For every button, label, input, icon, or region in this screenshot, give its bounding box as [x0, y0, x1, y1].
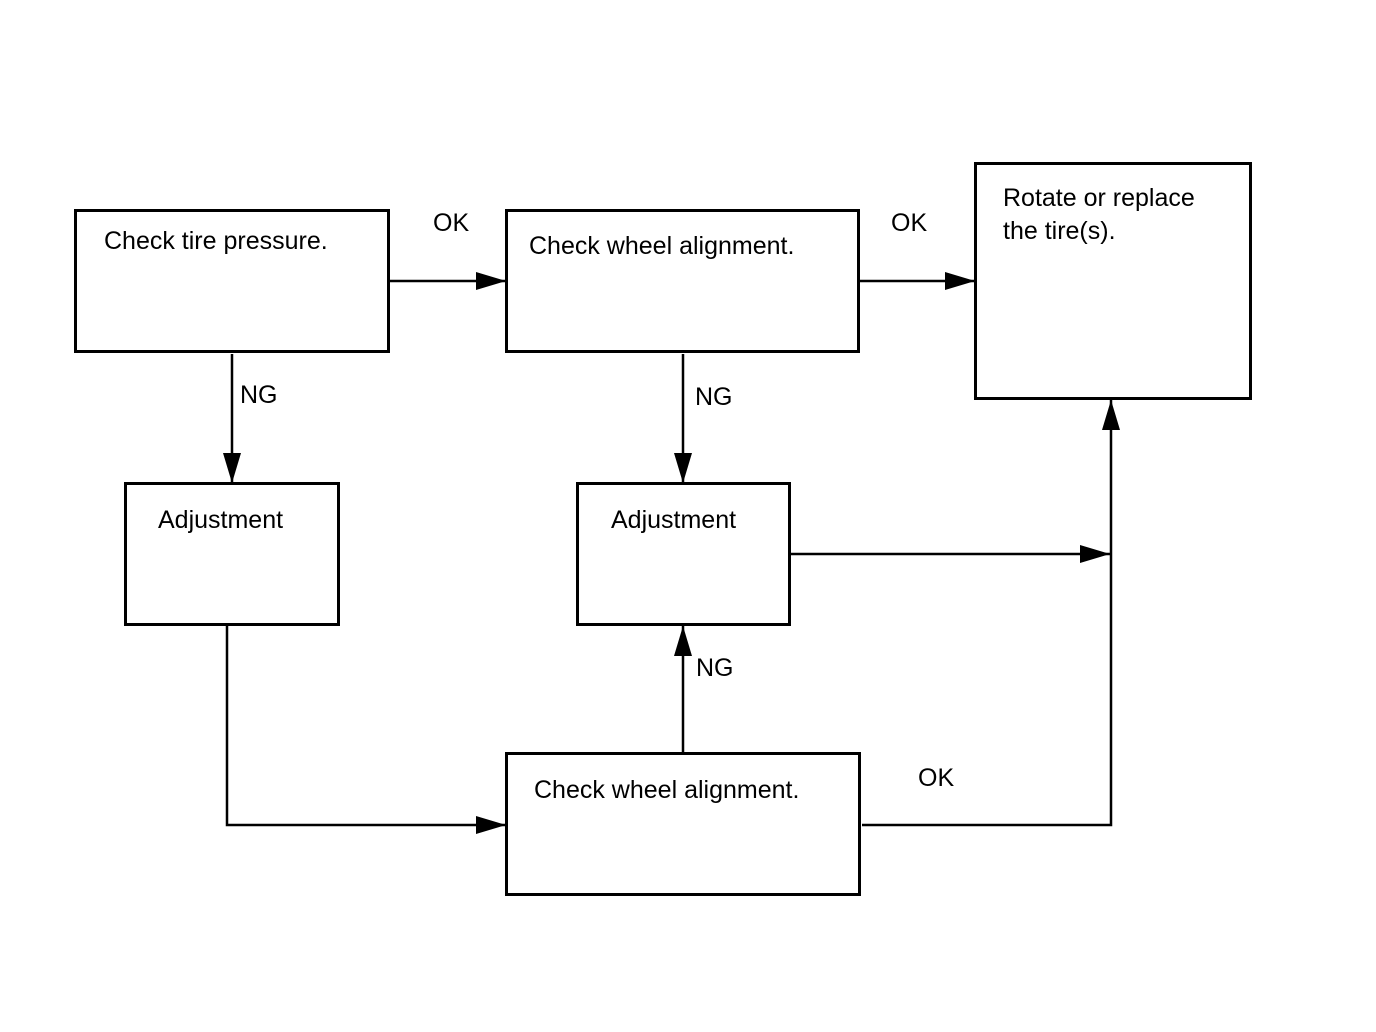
box-rotate-replace: [974, 162, 1252, 400]
label-rotate-replace: Rotate or replace the tire(s).: [1003, 184, 1195, 245]
edge-label-ok-alignment-to-rotate: OK: [891, 209, 928, 237]
edge-label-ng-tire-to-adjustment: NG: [240, 381, 278, 409]
label-check-tire-pressure: Check tire pressure.: [104, 227, 328, 255]
box-adjustment-middle: [576, 482, 791, 626]
edge-label-ok-bottom-alignment-to-rotate: OK: [918, 764, 955, 792]
label-check-wheel-alignment-bottom: Check wheel alignment.: [534, 776, 800, 804]
edge-label-ng-alignment-to-adjustment: NG: [695, 383, 733, 411]
box-check-wheel-alignment-bottom: [505, 752, 861, 896]
label-adjustment-middle: Adjustment: [611, 506, 737, 534]
edge-label-ok-tire-to-alignment: OK: [433, 209, 470, 237]
label-adjustment-left: Adjustment: [158, 506, 284, 534]
arrow-bottom-alignment-to-rotate: [862, 400, 1120, 827]
arrow-adjustment-left-to-bottom-alignment: [225, 626, 506, 834]
box-check-wheel-alignment-top: [505, 209, 860, 353]
box-adjustment-left: [124, 482, 340, 626]
box-check-tire-pressure: [74, 209, 390, 353]
label-check-wheel-alignment-top: Check wheel alignment.: [529, 232, 795, 260]
edge-label-ng-bottom-alignment-to-adjustment: NG: [696, 654, 734, 682]
